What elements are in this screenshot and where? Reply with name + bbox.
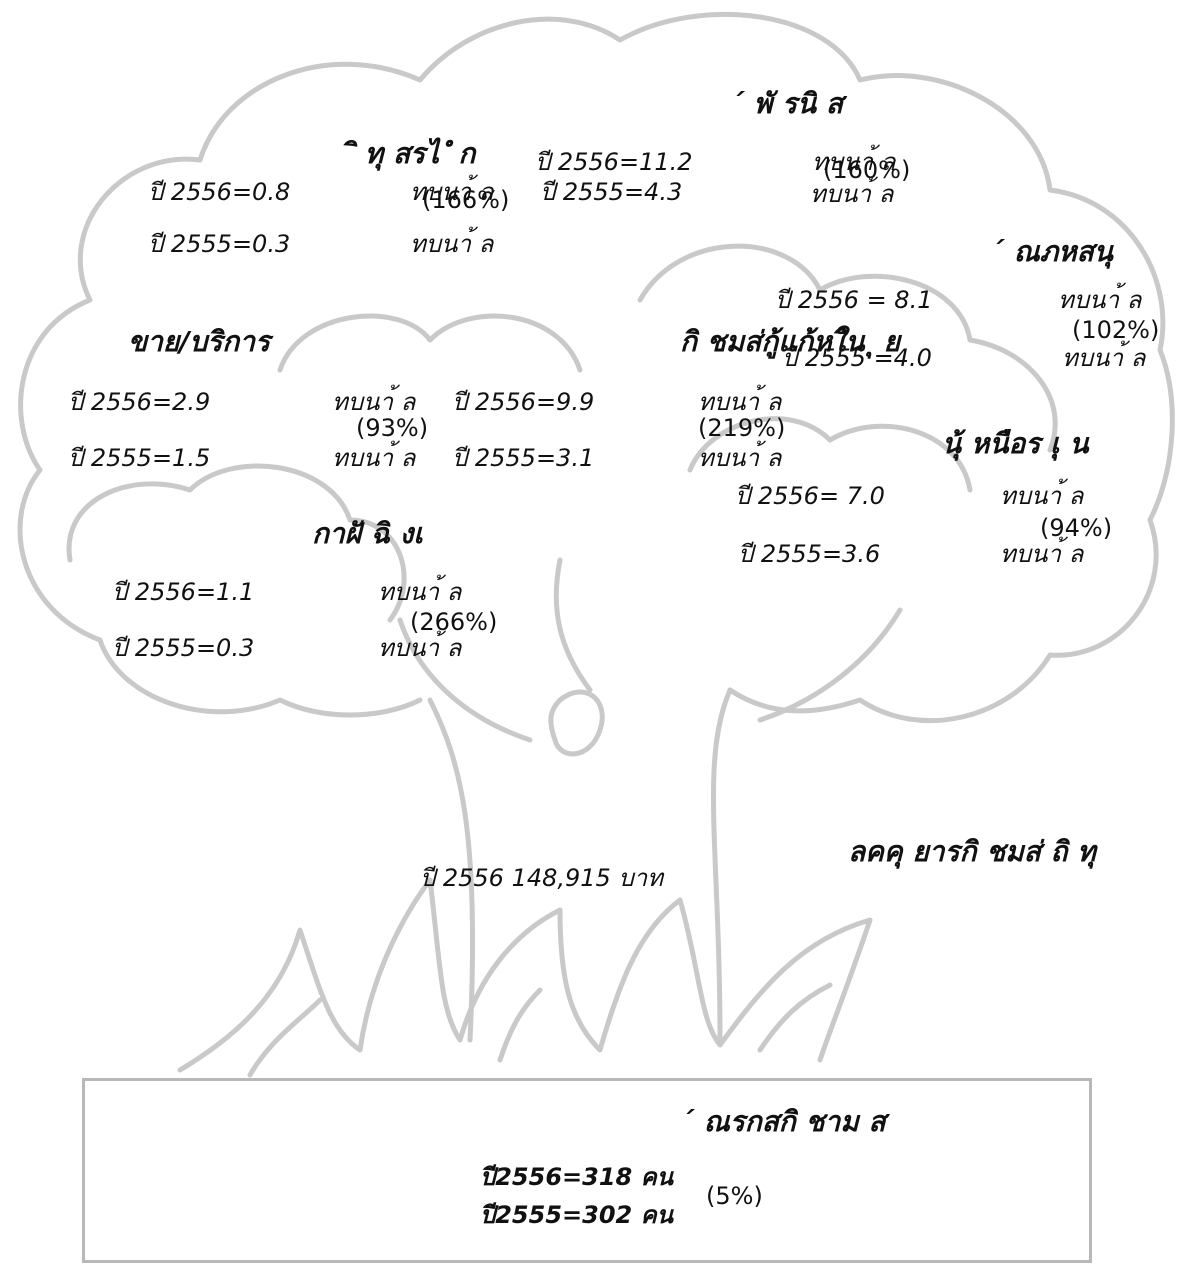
right-mid-2555-value: ปี 2555=3.6 [738, 540, 881, 568]
left-low-2555-change: ทบนา้ ล [378, 634, 462, 662]
group-title-sales: ขาย/บริการ [128, 325, 271, 358]
right-upper-pct: (102%) [1072, 316, 1160, 344]
branch-left [397, 617, 533, 743]
trunk-value: ปี 2556 148,915 บาท [420, 864, 663, 892]
footer-title: ´ ณรกสกิ ชาม ส [680, 1105, 886, 1138]
group-title-left-low: กาฝั ฉิ งเ [312, 517, 423, 550]
right-upper-2556-value: ปี 2556 = 8.1 [775, 286, 933, 314]
right-upper-2555-change: ทบนา้ ล [1062, 344, 1146, 372]
trunk-knot [548, 689, 605, 757]
left-low-2555-value: ปี 2555=0.3 [112, 634, 255, 662]
inner-lobe-left [66, 463, 407, 623]
inner-lobe-center [277, 313, 583, 373]
group-title-right-upper: ´ ณภหสนุ [990, 235, 1113, 268]
loan-2555-change: ทบนา้ ล [698, 444, 782, 472]
footer-pct: (5%) [706, 1182, 763, 1210]
inner-lobe-midright [687, 416, 973, 493]
top-left-2555-value: ปี 2555=0.3 [148, 230, 291, 258]
top-right-change: ทบนา้ ล [812, 148, 896, 176]
right-upper-2555-value: ปี 2555 =4.0 [782, 344, 932, 372]
trunk-right [710, 687, 733, 1043]
sales-2556-value: ปี 2556=2.9 [68, 388, 211, 416]
grass-inner [247, 982, 833, 1078]
right-mid-2556-value: ปี 2556= 7.0 [735, 482, 885, 510]
left-low-change: ทบนา้ ล [378, 578, 462, 606]
grass [177, 877, 873, 1073]
group-title-top-left: ิ ทุ สรไ ํ ก [355, 137, 476, 170]
footer-2555-value: ปี2555=302 คน [480, 1201, 674, 1229]
sales-pct: (93%) [356, 414, 429, 442]
left-low-2556-value: ปี 2556=1.1 [112, 578, 255, 606]
sales-change: ทบนา้ ล [332, 388, 416, 416]
group-title-right-mid: นุ้ หนือร เุ น [942, 427, 1089, 460]
footer-box [82, 1078, 1092, 1263]
loan-2555-value: ปี 2555=3.1 [452, 444, 595, 472]
right-mid-change: ทบนา้ ล [1000, 482, 1084, 510]
top-left-change: ทบนา้ ล [410, 178, 494, 206]
right-upper-change: ทบนา้ ล [1058, 286, 1142, 314]
sales-2555-change: ทบนา้ ล [332, 444, 416, 472]
branch-center [553, 557, 593, 693]
right-mid-pct: (94%) [1040, 514, 1113, 542]
inner-lobe-right [637, 243, 1058, 453]
branch-right [757, 607, 903, 723]
canopy-outline [17, 11, 1175, 723]
top-mid-2555-value: ปี 2555=4.3 [540, 178, 683, 206]
top-right-2556-value: ปี 2556=11.2 [535, 148, 693, 176]
top-right-2555-change: ทบนา้ ล [810, 180, 894, 208]
loan-2556-value: ปี 2556=9.9 [452, 388, 595, 416]
top-left-2556-value: ปี 2556=0.8 [148, 178, 291, 206]
loan-change: ทบนา้ ล [698, 388, 782, 416]
left-low-pct: (266%) [410, 608, 498, 636]
sales-2555-value: ปี 2555=1.5 [68, 444, 211, 472]
trunk-left [427, 697, 476, 1043]
footer-2556-value: ปี2556=318 คน [480, 1163, 674, 1191]
right-mid-2555-change: ทบนา้ ล [1000, 540, 1084, 568]
top-left-pct: (166%) [422, 186, 510, 214]
loan-pct: (219%) [698, 414, 786, 442]
group-title-loan: กิ ชมส่กู้แก้หใิน ุ ย [680, 325, 901, 358]
top-left-2555-change: ทบนา้ ล [410, 230, 494, 258]
trunk-title: ลคคุ ยารกิ ชมส่ ถิ ทุ [848, 835, 1096, 868]
group-title-top-right: ´ พั รนิ ส [730, 87, 843, 120]
top-right-pct: (160%) [823, 156, 911, 184]
